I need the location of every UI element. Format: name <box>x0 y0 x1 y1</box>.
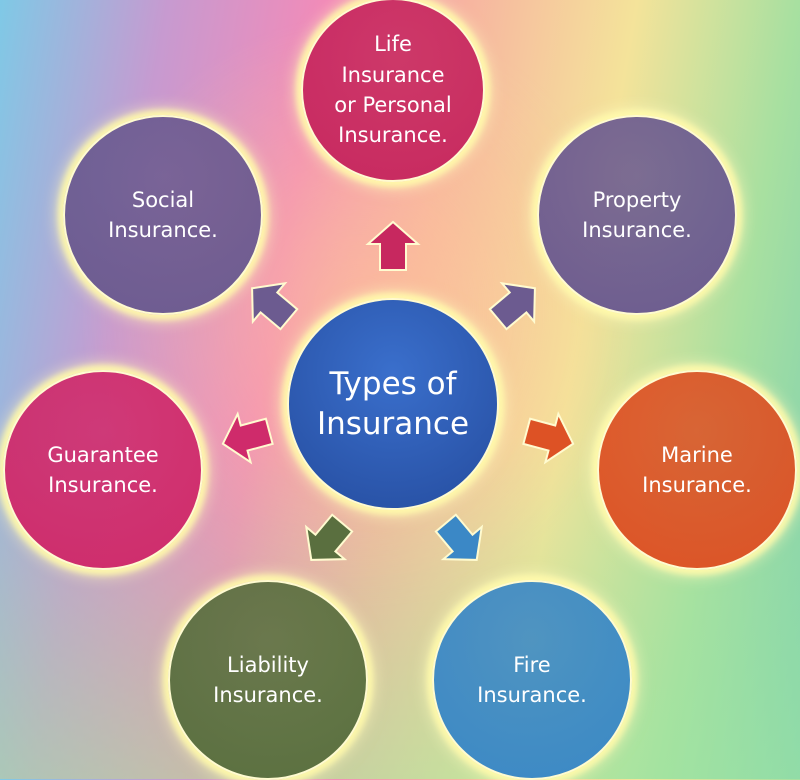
arrow-to-property <box>488 281 536 331</box>
node-label-line: Insurance. <box>213 683 323 707</box>
arrow-to-marine <box>522 411 575 465</box>
node-label-line: Insurance. <box>338 123 448 148</box>
node-label-line: Insurance. <box>477 683 587 707</box>
node-label-line: Insurance. <box>642 473 752 497</box>
arrow-to-life <box>365 220 421 271</box>
node-label-line: Property <box>592 187 682 212</box>
center-line-2: Insurance <box>316 406 470 442</box>
node-label-line: Insurance. <box>582 218 692 242</box>
arrow-to-social <box>251 281 299 331</box>
node-label-line: Fire <box>513 652 551 677</box>
node-label-line: Social <box>131 187 195 212</box>
node-label-line: Guarantee <box>47 442 159 467</box>
arrow-to-guarantee <box>221 411 274 465</box>
node-label-line: Life <box>374 32 412 57</box>
node-label-line: Insurance. <box>48 473 158 497</box>
arrow-to-fire <box>434 513 484 561</box>
node-label-line: Insurance. <box>108 218 218 242</box>
arrow-to-liability <box>304 513 354 561</box>
node-label-line: Liability <box>227 652 309 677</box>
center-circle-types-of-insurance: Types of Insurance <box>287 298 499 510</box>
node-label-line: Insurance <box>341 62 445 87</box>
center-line-1: Types of <box>329 365 457 402</box>
node-label-line: Marine <box>661 442 733 467</box>
node-label-line: or Personal <box>334 93 452 117</box>
